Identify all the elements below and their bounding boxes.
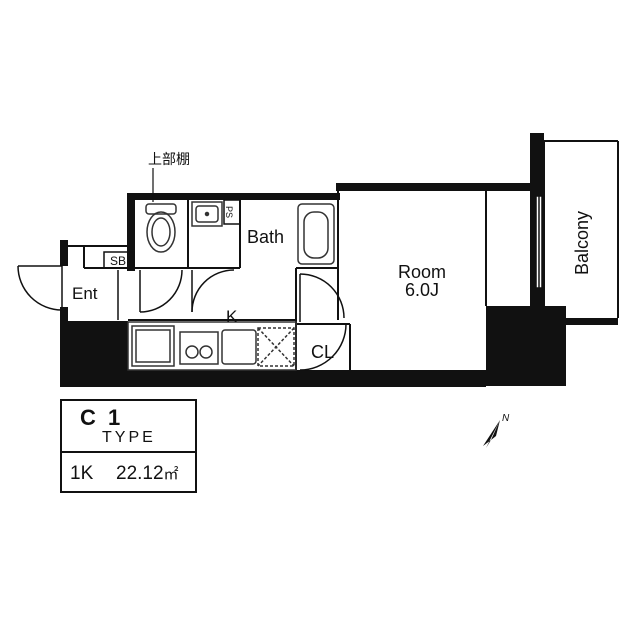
- closet-label: CL: [311, 342, 334, 362]
- room-size-label: 6.0J: [405, 280, 439, 300]
- entrance-label: Ent: [72, 284, 98, 303]
- toilet-fixture: [145, 203, 177, 253]
- balcony-outline: [543, 140, 619, 318]
- type-header: C 1 TYPE: [62, 401, 195, 453]
- unit-info-box: C 1 TYPE 1K 22.12㎡: [60, 399, 197, 493]
- balcony-label: Balcony: [572, 211, 592, 275]
- layout-type: 1K: [70, 463, 94, 484]
- shoe-box-label: SB: [110, 254, 126, 268]
- bath-label: Bath: [247, 227, 284, 247]
- kitchen-label: K: [226, 307, 238, 326]
- type-word: TYPE: [102, 429, 156, 446]
- kitchen-counter: [127, 321, 297, 371]
- type-code: C 1: [80, 405, 124, 430]
- pipe-space-label: PS: [224, 206, 234, 218]
- compass-icon: [483, 420, 500, 448]
- upper-shelf-label: 上部棚: [148, 152, 190, 168]
- room-label: Room: [398, 262, 446, 282]
- pipe-space: [223, 199, 241, 225]
- bathtub-fixture: [297, 203, 335, 265]
- floor-area-unit: ㎡: [163, 466, 179, 483]
- floor-area: 22.12㎡: [116, 463, 179, 485]
- doors: [17, 265, 347, 371]
- structural-walls: [60, 133, 618, 387]
- compass-label: N: [502, 413, 510, 424]
- floor-area-value: 22.12: [116, 463, 164, 484]
- shoe-box: [103, 251, 135, 269]
- washbasin-fixture: [191, 201, 223, 227]
- balcony-window: [535, 195, 543, 289]
